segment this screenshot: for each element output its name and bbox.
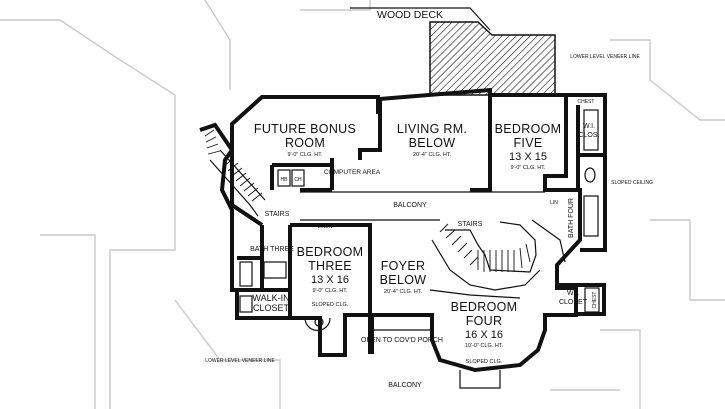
bedroom-five-dims: 13 X 15 xyxy=(509,151,547,163)
stairs-main-label: STAIRS xyxy=(458,221,483,228)
veneer-line-label-left: LOWER LEVEL VENEER LINE xyxy=(205,358,275,364)
walk-in-closet-name-1: WALK-IN xyxy=(252,293,289,303)
foyer-below-name-1: FOYER xyxy=(381,259,426,273)
bedroom-four-height: 10'-0" CLG. HT. xyxy=(465,343,504,349)
bedroom-four-dims: 16 X 16 xyxy=(465,329,503,341)
foyer-below-height: 20'-4" CLG. HT. xyxy=(384,289,423,295)
living-below-name-2: BELOW xyxy=(409,136,456,150)
future-bonus-name-2: ROOM xyxy=(285,136,325,150)
chest-label-five: CHEST xyxy=(578,99,595,105)
wi-closet-four-name-1: W.I. xyxy=(567,290,579,297)
stairs-main xyxy=(439,223,531,272)
future-bonus-name-1: FUTURE BONUS xyxy=(254,122,356,136)
bedroom-three-name-2: THREE xyxy=(308,259,352,273)
stairs-upper-left xyxy=(199,122,266,227)
fixture-label-ch: CH xyxy=(294,177,302,183)
fixture-label-hb: HB xyxy=(281,177,289,183)
exterior-walls xyxy=(219,87,607,373)
bedroom-five-height: 9'-0" CLG. HT. xyxy=(510,165,546,171)
wi-closet-four-name-2: CLOSET xyxy=(559,299,588,306)
bedroom-three-height: 9'-0" CLG. HT. xyxy=(312,288,348,294)
computer-area-label: COMPUTER AREA xyxy=(324,169,381,176)
bedroom-four-name-1: BEDROOM xyxy=(451,300,518,314)
room-bedroom-four: BEDROOM FOUR 16 X 16 10'-0" CLG. HT. SLO… xyxy=(451,300,518,365)
future-bonus-height: 9'-0" CLG. HT. xyxy=(287,152,323,158)
room-living-below: LIVING RM. BELOW 20'-4" CLG. HT. xyxy=(397,122,467,158)
interior-walls xyxy=(237,95,605,318)
balcony-rail xyxy=(300,191,566,299)
sloped-ceiling-label: SLOPED CEILING xyxy=(611,180,653,186)
room-bath-three: BATH THREE xyxy=(250,246,294,253)
room-wi-closet-five: W.I. CLOS. CHEST xyxy=(578,99,600,139)
balcony-label: BALCONY xyxy=(393,202,427,209)
room-bedroom-five: BEDROOM FIVE 13 X 15 9'-0" CLG. HT. xyxy=(495,122,562,171)
room-bath-four: BATH FOUR LIN xyxy=(550,198,575,238)
living-below-name-1: LIVING RM. xyxy=(397,122,467,136)
bath-three-name: BATH THREE xyxy=(250,246,294,253)
walk-in-closet-name-2: CLOSET xyxy=(253,303,290,313)
open-to-covd-porch-label: OPEN TO COV'D PORCH xyxy=(361,337,443,344)
wood-deck-label: WOOD DECK xyxy=(377,9,443,21)
stairs-upper-label: STAIRS xyxy=(265,211,290,218)
room-walk-in-closet: WALK-IN CLOSET xyxy=(252,293,289,313)
bath-four-name: BATH FOUR xyxy=(568,198,575,238)
chest-label-four: CHEST xyxy=(592,292,598,309)
wi-closet-five-name-1: W.I. xyxy=(583,123,595,130)
bedroom-three-dims: 13 X 16 xyxy=(311,274,349,286)
living-below-height: 20'-4" CLG. HT. xyxy=(413,152,452,158)
room-foyer-below: FOYER BELOW 20'-4" CLG. HT. xyxy=(380,259,427,295)
bedroom-five-name-2: FIVE xyxy=(514,136,543,150)
balcony-lower-label: BALCONY xyxy=(388,382,422,389)
room-wi-closet-four: W.I. CLOSET CHEST xyxy=(559,290,598,308)
lin-label: LIN xyxy=(550,200,558,206)
room-bedroom-three: BEDROOM THREE 13 X 16 9'-0" CLG. HT. SLO… xyxy=(297,245,364,308)
foyer-below-name-2: BELOW xyxy=(380,273,427,287)
bedroom-five-name-1: BEDROOM xyxy=(495,122,562,136)
bedroom-three-sloped: SLOPED CLG. xyxy=(312,302,349,308)
veneer-line-label-right: LOWER LEVEL VENEER LINE xyxy=(570,54,640,60)
wood-deck: WOOD DECK xyxy=(350,7,556,96)
bedroom-four-sloped: SLOPED CLG. xyxy=(466,359,503,365)
wi-closet-five-name-2: CLOS. xyxy=(578,132,599,139)
bedroom-four-name-2: FOUR xyxy=(466,314,503,328)
bedroom-three-name-1: BEDROOM xyxy=(297,245,364,259)
fixtures: HB CH xyxy=(239,109,600,389)
room-future-bonus: FUTURE BONUS ROOM 9'-0" CLG. HT. xyxy=(254,122,356,158)
linen-label: LINEN xyxy=(318,224,333,230)
